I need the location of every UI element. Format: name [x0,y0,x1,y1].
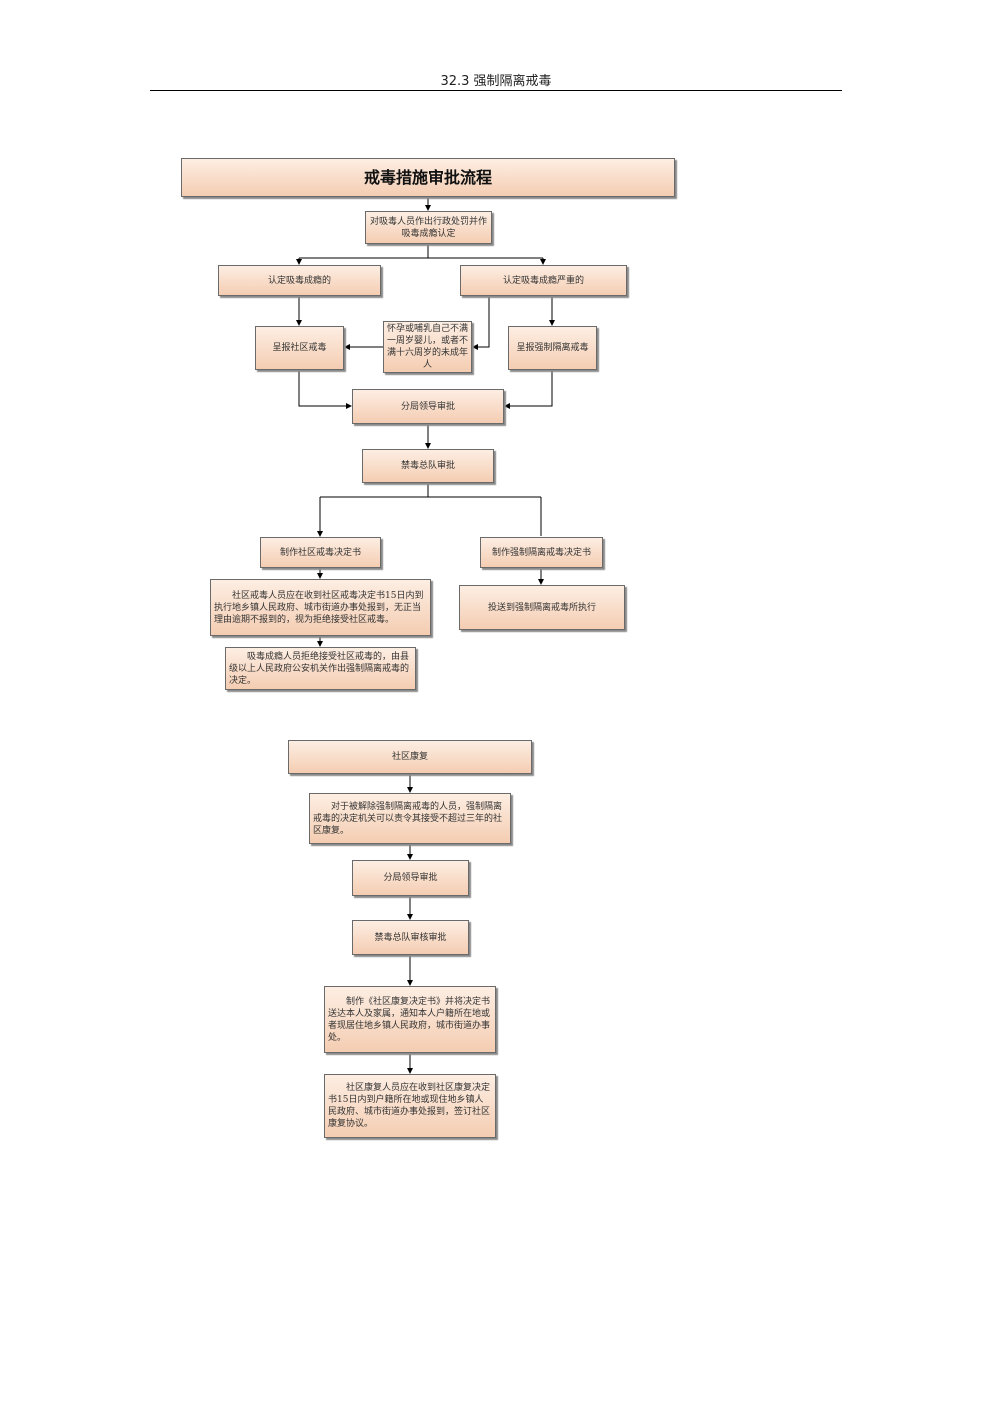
flow2-title: 社区康复 [288,740,532,774]
node-refusal-rule: 吸毒成瘾人员拒绝接受社区戒毒的，由县级以上人民政府公安机关作出强制隔离戒毒的决定… [225,647,416,690]
node-rehab-branch-approval: 分局领导审批 [352,860,469,896]
node-administrative-penalty: 对吸毒人员作出行政处罚并作吸毒成瘾认定 [365,211,492,244]
node-rehab-brigade-approval: 禁毒总队审核审批 [352,920,469,955]
node-pregnant-minor: 怀孕或哺乳自己不满一周岁婴儿，或者不满十六周岁的未成年人 [383,321,472,373]
node-community-decision: 制作社区戒毒决定书 [260,537,381,568]
node-deliver-facility: 投送到强制隔离戒毒所执行 [459,585,625,630]
node-report-compulsory: 呈报强制隔离戒毒 [508,326,597,370]
header-rule [150,90,842,91]
node-branch-approval: 分局领导审批 [352,389,504,424]
node-report-community: 呈报社区戒毒 [255,326,344,370]
page-header-title: 32.3 强制隔离戒毒 [440,74,552,89]
node-addiction-confirmed: 认定吸毒成瘾的 [218,265,381,296]
node-rehab-order: 对于被解除强制隔离戒毒的人员，强制隔离戒毒的决定机关可以责令其接受不超过三年的社… [309,793,511,844]
node-rehab-report-rule: 社区康复人员应在收到社区康复决定书15日内到户籍所在地或现住地乡镇人民政府、城市… [324,1074,496,1138]
node-brigade-approval: 禁毒总队审批 [362,449,494,483]
node-severe-addiction: 认定吸毒成瘾严重的 [460,265,627,296]
node-rehab-decision-doc: 制作《社区康复决定书》并将决定书送达本人及家属，通知本人户籍所在地或者现居住地乡… [324,986,496,1053]
node-compulsory-decision: 制作强制隔离戒毒决定书 [480,537,603,568]
node-community-report-rule: 社区戒毒人员应在收到社区戒毒决定书15日内到执行地乡镇人民政府、城市街道办事处报… [210,579,431,636]
flow1-title: 戒毒措施审批流程 [181,158,675,197]
